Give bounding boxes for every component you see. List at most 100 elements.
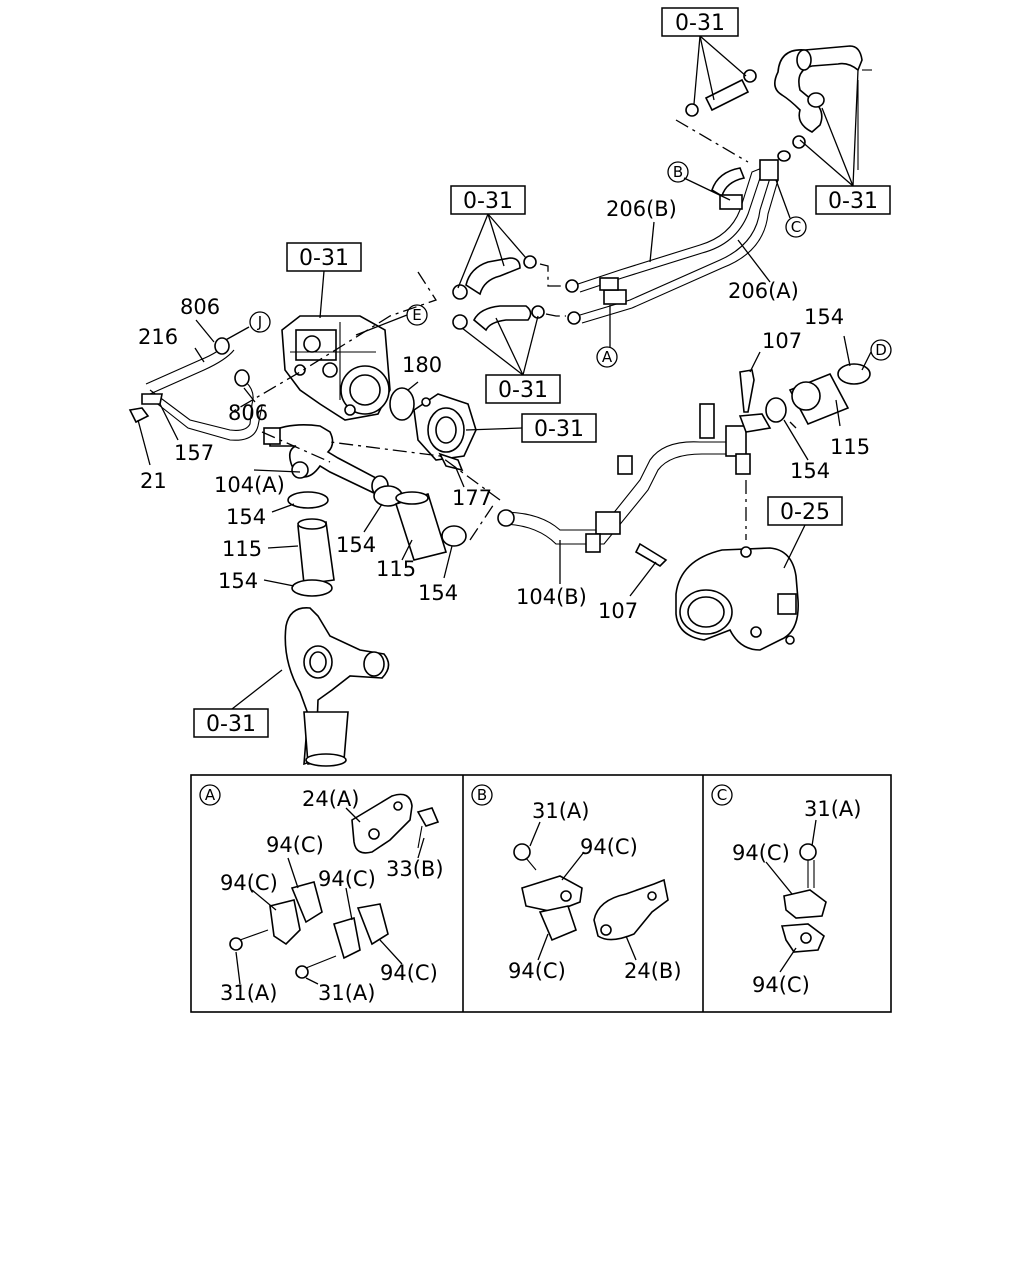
part-label-154: 154 — [218, 569, 258, 593]
part-label-21: 21 — [140, 469, 167, 493]
ref-box-right-housing: 0-25 — [767, 496, 843, 526]
part-label-94c: 94(C) — [220, 871, 278, 895]
ref-label: 0-31 — [534, 417, 584, 442]
leader — [789, 421, 797, 429]
ref-box-left-pump: 0-31 — [286, 242, 362, 272]
thermostat-housing — [413, 393, 477, 461]
leader — [319, 270, 325, 319]
part-label-94c: 94(C) — [266, 833, 324, 857]
leader — [783, 419, 809, 461]
circle-callout-b: B — [667, 161, 689, 183]
leader — [363, 503, 383, 533]
part-label-94c: 94(C) — [380, 961, 438, 985]
ref-label: 0-31 — [299, 246, 349, 271]
dashed-leader — [329, 441, 501, 501]
part-label-24a: 24(A) — [302, 787, 359, 811]
part-label-94c: 94(C) — [508, 959, 566, 983]
detail-b-tag: B — [477, 786, 487, 804]
leader — [821, 107, 854, 187]
small-hose-top — [685, 69, 757, 117]
part-label-31a: 31(A) — [804, 797, 861, 821]
leader — [699, 35, 715, 101]
circle-callout-j: J — [249, 311, 271, 333]
leader — [407, 381, 419, 391]
leader — [775, 179, 791, 219]
bolt-107 — [634, 542, 668, 568]
circle-callout-a: A — [596, 346, 618, 368]
ref-label: 0-31 — [828, 189, 878, 214]
leader — [194, 347, 205, 363]
part-label-154: 154 — [226, 505, 266, 529]
leader — [243, 387, 256, 403]
part-label-206b: 206(B) — [606, 197, 677, 221]
leader — [629, 561, 657, 597]
circle-callout-e: E — [406, 304, 428, 326]
leader — [487, 213, 527, 259]
leader — [443, 545, 453, 579]
part-label-94c: 94(C) — [318, 867, 376, 891]
leader — [693, 35, 701, 105]
ref-label: 0-25 — [780, 500, 830, 525]
leader — [852, 69, 859, 187]
leader — [737, 239, 771, 283]
ref-label: 0-31 — [675, 11, 725, 36]
leader — [783, 524, 806, 569]
ref-box-center-gasket: 0-31 — [521, 413, 597, 443]
dashed-leader — [231, 271, 437, 413]
ref-box-top-right-lower: 0-31 — [815, 185, 891, 215]
leader — [649, 221, 655, 263]
bolt-177 — [438, 452, 464, 472]
leader — [799, 139, 854, 187]
part-label-94c: 94(C) — [580, 835, 638, 859]
circle-callout-c: C — [785, 216, 807, 238]
dashed-leader — [469, 503, 495, 541]
detail-a-tag: A — [205, 786, 216, 804]
leader — [267, 545, 299, 549]
leader — [159, 403, 179, 441]
ref-label: 0-31 — [498, 378, 548, 403]
part-label-115: 115 — [222, 537, 262, 561]
part-label-115: 115 — [830, 435, 870, 459]
part-label-154: 154 — [790, 459, 830, 483]
circle-callout-d: D — [870, 339, 892, 361]
pipe-216 — [128, 337, 263, 441]
leader — [195, 319, 215, 343]
ref-box-center-lower: 0-31 — [485, 374, 561, 404]
ref-box-top-right-upper: 0-31 — [661, 7, 739, 37]
part-label-107: 107 — [762, 329, 802, 353]
part-label-180: 180 — [402, 353, 442, 377]
pipe-104b — [497, 403, 772, 553]
leader — [522, 315, 539, 376]
leader — [683, 177, 731, 201]
leader — [699, 35, 747, 77]
leader — [263, 579, 295, 587]
ref-box-center-upper: 0-31 — [450, 185, 526, 215]
part-label-206a: 206(A) — [728, 279, 799, 303]
bolt-107 — [739, 369, 755, 413]
leader — [465, 427, 523, 431]
leader — [461, 327, 524, 376]
part-label-104a: 104(A) — [214, 473, 285, 497]
part-label-31a: 31(A) — [220, 981, 277, 1005]
upper-hose-top-right — [774, 45, 872, 170]
svg-text:E: E — [412, 306, 421, 324]
clamp-154 — [287, 491, 329, 509]
part-label-806: 806 — [228, 401, 268, 425]
svg-text:J: J — [257, 313, 262, 331]
clamp-154 — [291, 579, 333, 597]
part-label-94c: 94(C) — [732, 841, 790, 865]
leader — [487, 213, 505, 267]
leader — [231, 669, 283, 710]
clamp-154 — [765, 397, 787, 423]
part-label-216: 216 — [138, 325, 178, 349]
part-label-33b: 33(B) — [386, 857, 444, 881]
clamp-154 — [441, 525, 467, 547]
part-label-154: 154 — [804, 305, 844, 329]
gasket-180 — [389, 387, 415, 421]
leader — [401, 539, 413, 561]
pipe-206 — [565, 150, 791, 325]
part-label-104b: 104(B) — [516, 585, 587, 609]
svg-text:B: B — [673, 163, 683, 181]
detail-a: A 24(A) 33(B) 94(C) 94(C) 94(C) 94(C) 31… — [199, 784, 444, 1005]
